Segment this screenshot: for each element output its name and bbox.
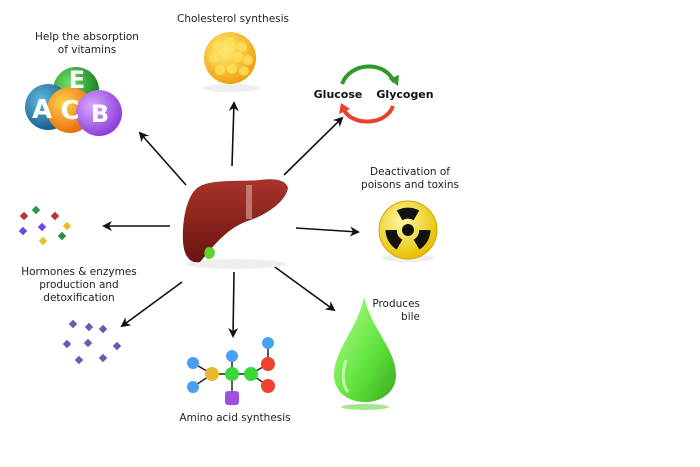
label-glucose: Glucose bbox=[313, 88, 363, 101]
label-line: Deactivation of bbox=[369, 166, 450, 178]
cholesterol-cluster-icon bbox=[203, 32, 259, 92]
label-amino: Amino acid synthesis bbox=[175, 412, 295, 425]
arrow-amino bbox=[228, 271, 239, 338]
label-bile: Produces bile bbox=[370, 298, 420, 324]
amino-acid-molecule-icon bbox=[187, 337, 275, 405]
label-glycogen: Glycogen bbox=[376, 88, 434, 101]
label-line: production and bbox=[39, 279, 119, 291]
arrow-cholesterol bbox=[228, 101, 239, 167]
label-cholesterol: Cholesterol synthesis bbox=[168, 13, 298, 26]
label-line: detoxification bbox=[43, 292, 115, 304]
label-vitamins: Help the absorption of vitamins bbox=[22, 31, 152, 57]
label-hormones: Hormones & enzymes production and detoxi… bbox=[14, 266, 144, 305]
label-line: Help the absorption bbox=[35, 31, 139, 43]
hormone-crystals-icon bbox=[18, 205, 72, 246]
label-line: Amino acid synthesis bbox=[179, 412, 291, 424]
vitamin-spheres-icon: E A C B bbox=[25, 66, 122, 136]
label-detox: Deactivation of poisons and toxins bbox=[355, 166, 465, 192]
arrow-vitamins bbox=[138, 131, 187, 186]
label-line: poisons and toxins bbox=[361, 179, 459, 191]
liver-icon bbox=[182, 179, 288, 269]
svg-text:C: C bbox=[60, 96, 79, 126]
svg-text:A: A bbox=[32, 95, 52, 125]
cycle-arrows-icon bbox=[339, 64, 399, 124]
label-line: of vitamins bbox=[57, 44, 117, 56]
svg-text:B: B bbox=[91, 100, 109, 128]
arrows bbox=[102, 101, 360, 338]
radiation-icon bbox=[378, 200, 438, 262]
arrow-hormones-2 bbox=[120, 281, 183, 328]
svg-text:E: E bbox=[69, 66, 85, 94]
arrow-bile bbox=[267, 261, 336, 312]
label-line: bile bbox=[401, 311, 420, 323]
label-line: Cholesterol synthesis bbox=[176, 13, 290, 25]
label-line: Produces bbox=[372, 298, 420, 310]
arrow-glucose bbox=[283, 116, 344, 176]
enzyme-crystals-icon bbox=[62, 319, 122, 365]
arrow-detox bbox=[295, 226, 360, 237]
label-line: Hormones & enzymes bbox=[21, 266, 137, 278]
bile-drop-icon bbox=[334, 297, 396, 410]
